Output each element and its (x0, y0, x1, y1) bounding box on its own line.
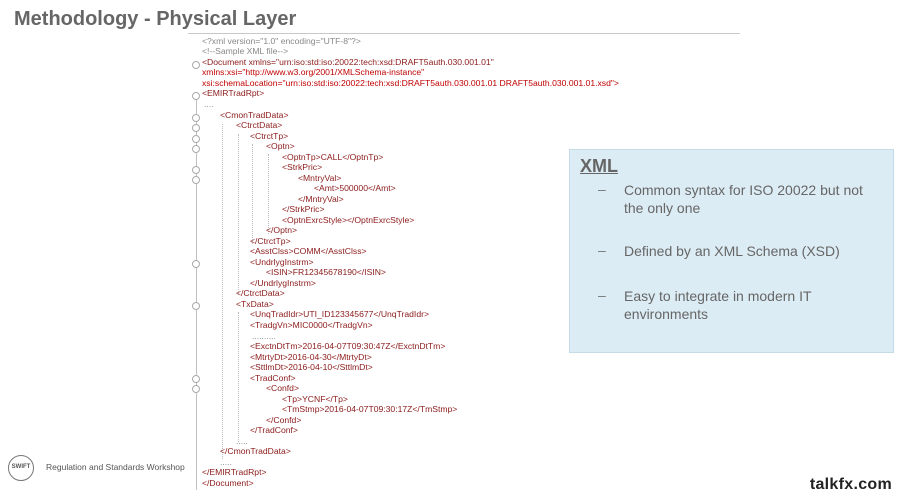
bullet-item: Common syntax for ISO 20022 but not the … (624, 182, 863, 216)
mntryval-close-tag: </MntryVal> (298, 194, 344, 204)
fold-icon (192, 385, 200, 393)
ctrcttp-close-tag: </CtrctTp> (250, 236, 291, 246)
swift-logo-text: SWIFT (11, 464, 31, 470)
cmon-close-tag: </CmonTradData> (220, 446, 291, 456)
ellipsis: .... (204, 99, 214, 109)
indent-guide (268, 154, 269, 234)
mtrtydt-line: <MtrtyDt>2016-04-30</MtrtyDt> (250, 352, 372, 362)
undrlyg-open-tag: <UndrlygInstrm> (250, 257, 314, 267)
ellipsis: .......... (252, 331, 276, 341)
indent-guide (252, 144, 253, 244)
tradconf-open-tag: <TradConf> (250, 373, 296, 383)
tp-line: <Tp>YCNF</Tp> (282, 394, 348, 404)
footer-label: Regulation and Standards Workshop (46, 462, 185, 472)
fold-icon (192, 114, 200, 122)
fold-icon (192, 92, 200, 100)
tmstmp-line: <TmStmp>2016-04-07T09:30:17Z</TmStmp> (282, 404, 458, 414)
ctrct-close-tag: </CtrctData> (236, 288, 285, 298)
document-close-tag: </Document> (202, 478, 254, 488)
isin-line: <ISIN>FR12345678190</ISIN> (266, 267, 386, 277)
emir-close-tag: </EMIRTradRpt> (202, 467, 267, 477)
tradconf-close-tag: </TradConf> (250, 425, 298, 435)
fold-icon (192, 302, 200, 310)
unqtradidr-line: <UnqTradIdr>UTI_ID123345677</UnqTradIdr> (250, 309, 429, 319)
fold-icon (192, 135, 200, 143)
bullet-item: Easy to integrate in modern IT environme… (624, 288, 812, 322)
undrlyg-close-tag: </UndrlygInstrm> (250, 278, 316, 288)
amt-line: <Amt>500000</Amt> (314, 183, 396, 193)
strkpric-close-tag: </StrkPric> (282, 204, 325, 214)
bullet-dash: – (598, 242, 606, 258)
exctndttm-line: <ExctnDtTm>2016-04-07T09:30:47Z</ExctnDt… (250, 341, 446, 351)
fold-icon (192, 61, 200, 69)
document-open-tag: <Document xmlns="urn:iso:std:iso:20022:t… (202, 57, 494, 67)
xml-info-box: XML – Common syntax for ISO 20022 but no… (569, 149, 894, 353)
fold-icon (192, 260, 200, 268)
indent-guide (222, 124, 223, 459)
cmon-open-tag: <CmonTradData> (220, 110, 289, 120)
gutter-line (196, 96, 197, 490)
optn-close-tag: </Optn> (266, 225, 298, 235)
indent-guide (238, 134, 239, 294)
mntryval-open-tag: <MntryVal> (298, 173, 342, 183)
xml-declaration: <?xml version="1.0" encoding="UTF-8"?> (202, 36, 361, 46)
ellipsis: ..... (236, 436, 248, 446)
strkpric-open-tag: <StrkPric> (282, 162, 323, 172)
watermark: talkfx.com (809, 476, 892, 493)
slide-title: Methodology - Physical Layer (14, 8, 297, 30)
bullet-dash: – (598, 181, 606, 197)
ctrcttp-open-tag: <CtrctTp> (250, 131, 289, 141)
info-heading: XML (580, 156, 618, 176)
confd-open-tag: <Confd> (266, 383, 299, 393)
xml-comment: <!--Sample XML file--> (202, 46, 289, 56)
indent-guide (238, 312, 239, 442)
fold-icon (192, 176, 200, 184)
txdata-open-tag: <TxData> (236, 299, 274, 309)
fold-icon (192, 166, 200, 174)
fold-icon (192, 124, 200, 132)
asstclss-line: <AsstClss>COMM</AsstClss> (250, 246, 367, 256)
xmlns-xsi-attr: xmlns:xsi="http://www.w3.org/2001/XMLSch… (202, 67, 425, 77)
optnexrc-line: <OptnExrcStyle></OptnExrcStyle> (282, 215, 415, 225)
optntp-line: <OptnTp>CALL</OptnTp> (282, 152, 384, 162)
bullet-dash: – (598, 287, 606, 303)
swift-logo: SWIFT (8, 455, 34, 481)
confd-close-tag: </Confd> (266, 415, 302, 425)
ctrct-open-tag: <CtrctData> (236, 120, 283, 130)
emir-open-tag: <EMIRTradRpt> (202, 88, 265, 98)
xml-code-panel: <?xml version="1.0" encoding="UTF-8"?> <… (188, 33, 740, 494)
sttlmdt-line: <SttlmDt>2016-04-10</SttlmDt> (250, 362, 373, 372)
optn-open-tag: <Optn> (266, 141, 295, 151)
fold-icon (192, 145, 200, 153)
bullet-item: Defined by an XML Schema (XSD) (624, 243, 840, 259)
ellipsis: ..... (220, 457, 232, 467)
tradgvn-line: <TradgVn>MIC0000</TradgVn> (250, 320, 373, 330)
fold-icon (192, 375, 200, 383)
schema-location-attr: xsi:schemaLocation="urn:iso:std:iso:2002… (202, 78, 619, 88)
